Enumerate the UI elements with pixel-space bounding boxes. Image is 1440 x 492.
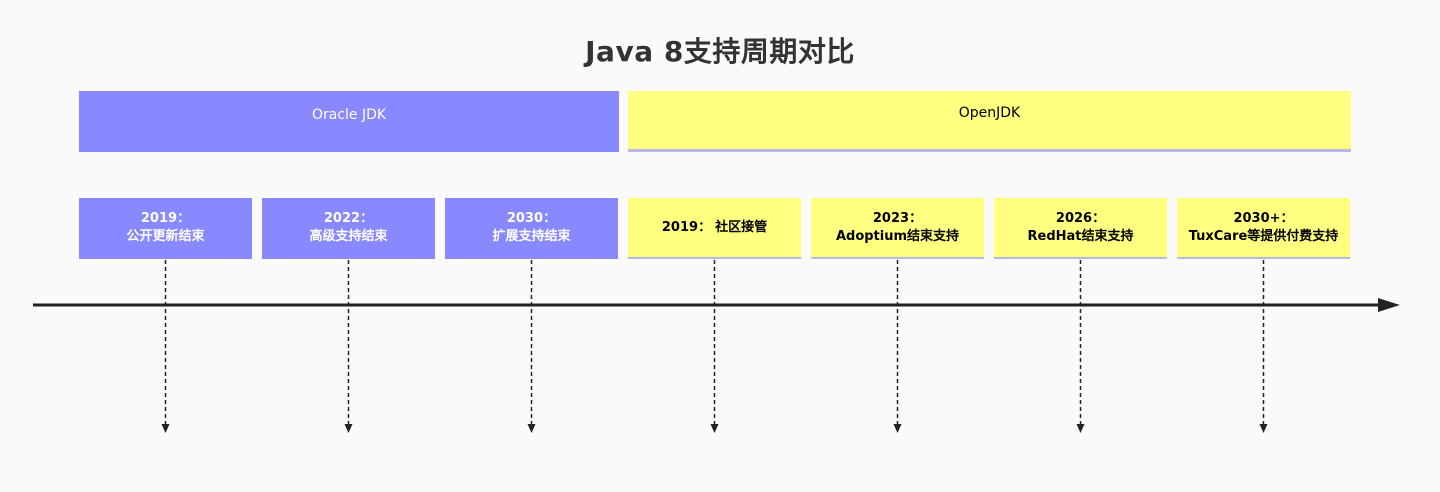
arrow-down-icon (527, 424, 536, 433)
arrow-down-icon (893, 424, 902, 433)
event-oracle-2030: 2030： 扩展支持结束 (445, 198, 618, 259)
section-label: OpenJDK (958, 105, 1021, 121)
section-openjdk: OpenJDK (628, 91, 1351, 152)
arrow-down-icon (161, 424, 170, 433)
arrow-down-icon (1259, 424, 1268, 433)
event-year: 2019： (661, 219, 712, 235)
diagram-title: Java 8支持周期对比 (585, 35, 855, 68)
event-oracle-2022: 2022： 高级支持结束 (262, 198, 435, 259)
event-openjdk-2030-plus: 2030+： TuxCare等提供付费支持 (1177, 198, 1350, 259)
section-label: Oracle JDK (311, 106, 387, 123)
event-openjdk-2019: 2019：社区接管 (628, 198, 801, 259)
event-text: 高级支持结束 (309, 228, 388, 244)
event-year: 2030： (506, 210, 557, 226)
event-text: RedHat结束支持 (1027, 228, 1134, 244)
event-year: 2019： (140, 210, 191, 226)
event-year: 2026： (1055, 210, 1106, 226)
event-oracle-2019: 2019： 公开更新结束 (79, 198, 252, 259)
section-oracle-jdk: Oracle JDK (79, 91, 619, 152)
axis-arrowhead-icon (1378, 298, 1400, 312)
event-openjdk-2023: 2023： Adoptium结束支持 (811, 198, 984, 259)
event-year: 2030+： (1233, 210, 1294, 226)
arrow-down-icon (344, 424, 353, 433)
event-text: 公开更新结束 (126, 228, 205, 244)
event-text: 扩展支持结束 (492, 228, 571, 244)
event-year: 2023： (872, 210, 923, 226)
event-text: TuxCare等提供付费支持 (1188, 228, 1339, 244)
event-openjdk-2026: 2026： RedHat结束支持 (994, 198, 1167, 259)
arrow-down-icon (1076, 424, 1085, 433)
event-text: Adoptium结束支持 (835, 228, 960, 244)
event-text: 社区接管 (715, 219, 768, 235)
arrow-down-icon (710, 424, 719, 433)
event-year: 2022： (323, 210, 374, 226)
